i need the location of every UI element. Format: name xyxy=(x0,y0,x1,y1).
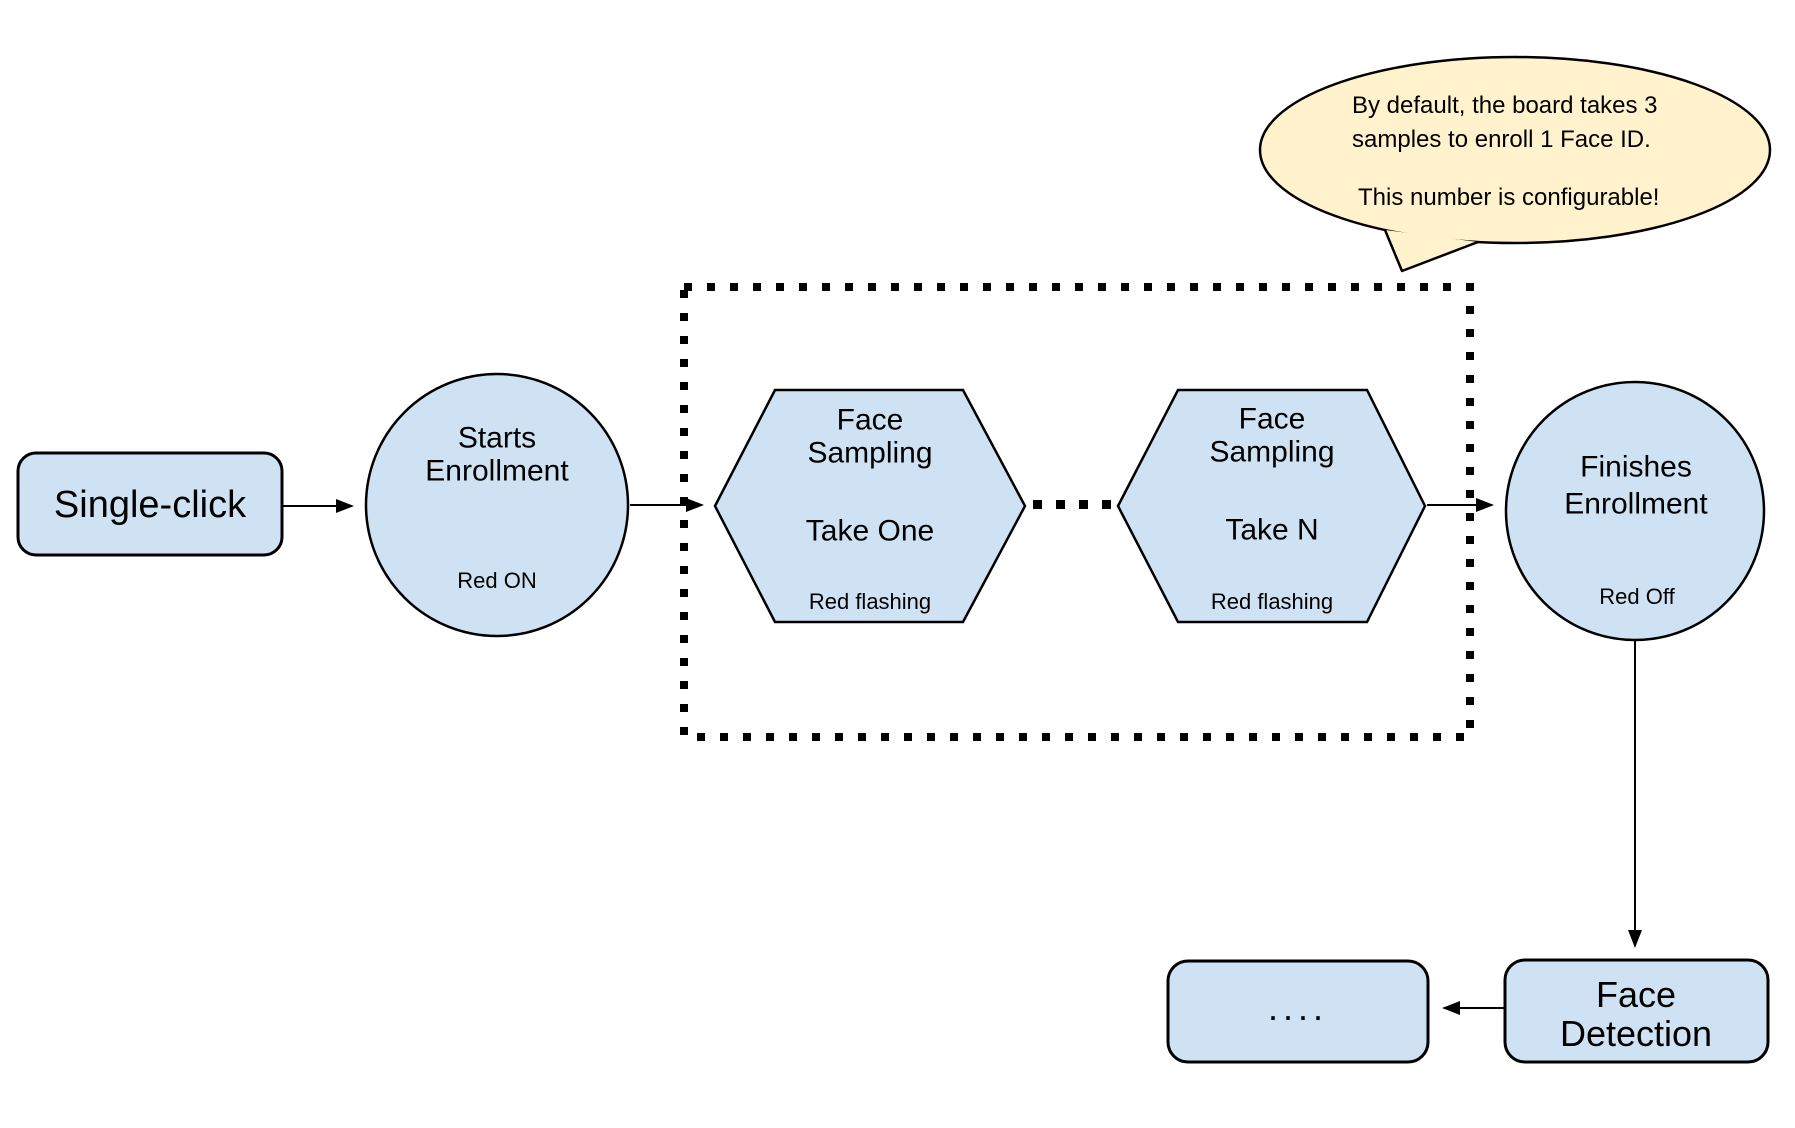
take-one-label-line1: Face xyxy=(836,403,904,437)
face-detection-box xyxy=(1503,958,1770,1064)
finishes-enrollment-circle xyxy=(1504,380,1766,642)
continuation-label: .... xyxy=(1267,987,1329,1029)
single-click-label: Single-click xyxy=(53,484,247,527)
take-n-label-line3: Take N xyxy=(1225,513,1319,547)
face-detection-label-line2: Detection xyxy=(1559,1013,1713,1055)
starts-enrollment-circle xyxy=(364,372,630,638)
sampling-group-dotted-box xyxy=(680,283,1474,741)
take-one-status: Red flashing xyxy=(808,588,932,614)
continuation-box xyxy=(1166,959,1430,1064)
face-detection-label-line1: Face xyxy=(1595,974,1677,1016)
callout-bubble xyxy=(1258,55,1772,245)
take-n-status: Red flashing xyxy=(1210,588,1334,614)
take-n-label-line1: Face xyxy=(1238,402,1306,436)
take-one-hexagon xyxy=(713,388,1027,624)
finishes-enrollment-status: Red Off xyxy=(1599,583,1675,609)
starts-enrollment-label-line1: Starts xyxy=(457,421,537,455)
take-one-label-line2: Sampling xyxy=(807,436,933,470)
callout-text-line3: This number is configurable! xyxy=(1358,184,1660,211)
take-n-label-line2: Sampling xyxy=(1209,435,1335,469)
starts-enrollment-status: Red ON xyxy=(457,567,537,593)
take-one-label-line3: Take One xyxy=(805,514,935,548)
callout-tail xyxy=(1383,229,1479,273)
finishes-enrollment-label-line1: Finishes xyxy=(1580,450,1692,484)
take-n-hexagon xyxy=(1116,388,1427,624)
finishes-enrollment-label-line2: Enrollment xyxy=(1564,487,1708,521)
ellipsis-dots xyxy=(1033,500,1111,509)
callout-text-line2: samples to enroll 1 Face ID. xyxy=(1352,126,1651,153)
starts-enrollment-label-line2: Enrollment xyxy=(425,454,569,488)
callout-text-line1: By default, the board takes 3 xyxy=(1352,92,1658,119)
single-click-box xyxy=(16,451,284,557)
